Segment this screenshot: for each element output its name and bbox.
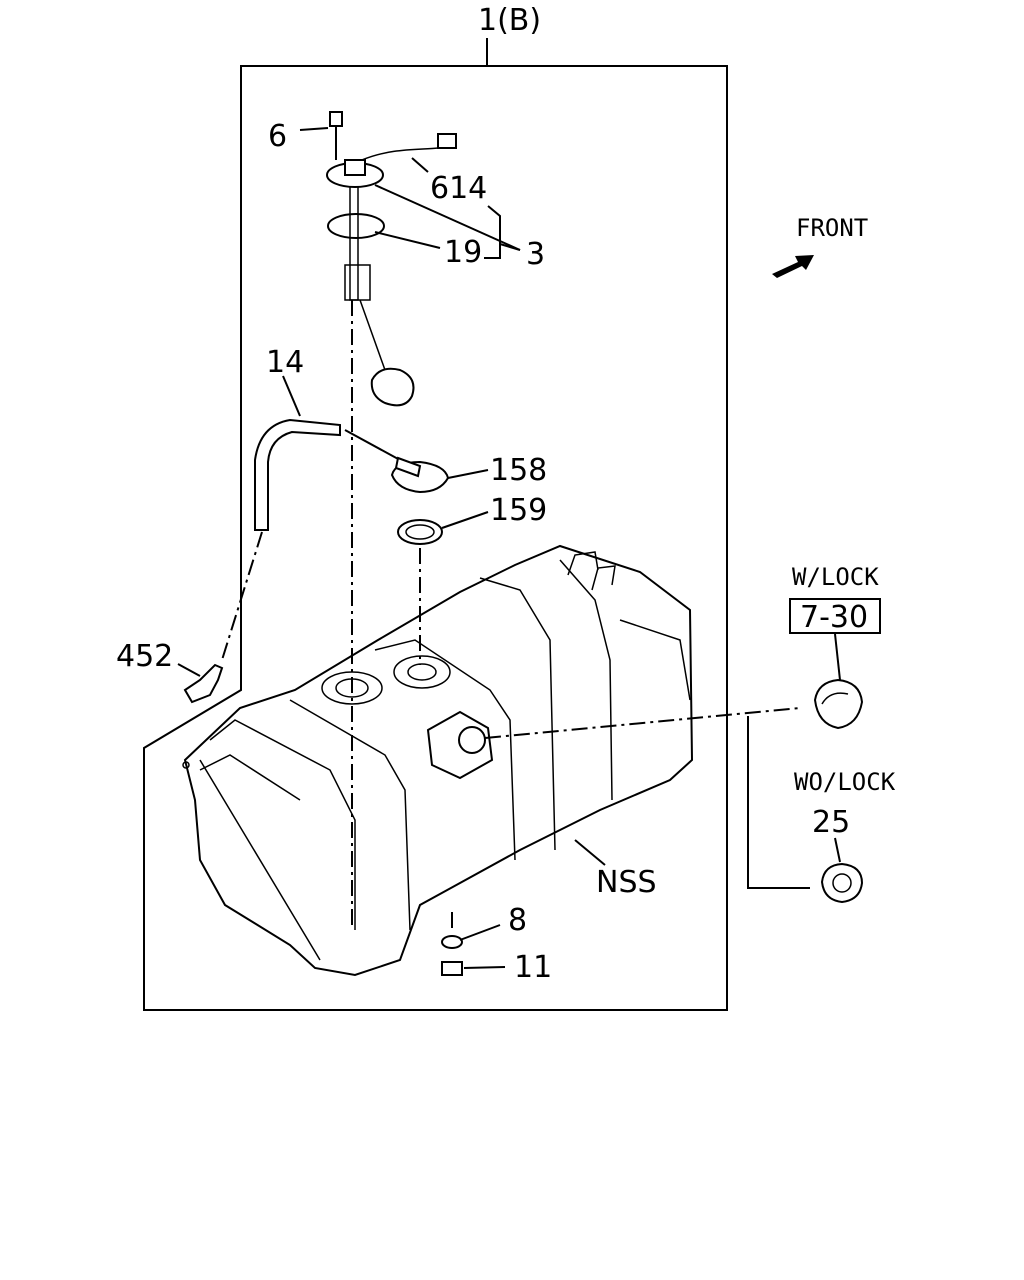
ref-box <box>789 598 881 634</box>
label-without-lock: WO/LOCK <box>794 768 896 796</box>
fuel-cap <box>820 862 864 904</box>
label-seal-ring: 159 <box>490 493 547 528</box>
option-bracket <box>747 716 810 889</box>
label-fitting: 158 <box>490 453 547 488</box>
assembly-frame <box>143 65 728 1011</box>
label-nut: 11 <box>514 950 552 985</box>
label-with-lock: W/LOCK <box>792 563 879 591</box>
label-tank: NSS <box>596 865 657 900</box>
label-gasket: 19 <box>444 235 482 270</box>
connector <box>183 663 224 704</box>
vent-hose <box>254 418 341 531</box>
label-ref: 7-30 <box>800 600 868 635</box>
label-harness: 614 <box>430 171 487 206</box>
seal-ring <box>397 519 443 545</box>
fuel-sender-unit <box>326 111 457 407</box>
label-sender-group: 3 <box>526 237 545 272</box>
label-hose: 14 <box>266 345 304 380</box>
front-label: FRONT <box>796 214 868 242</box>
tank-fitting-port <box>393 655 451 689</box>
front-arrow-icon <box>772 255 814 278</box>
label-cap-wo-lock: 25 <box>812 805 850 840</box>
label-bolt: 6 <box>268 119 287 154</box>
nut <box>441 961 463 976</box>
label-washer: 8 <box>508 903 527 938</box>
washer <box>441 935 463 949</box>
locking-fuel-cap <box>813 678 864 730</box>
label-assembly: 1(B) <box>478 3 541 38</box>
label-connector: 452 <box>116 639 173 674</box>
